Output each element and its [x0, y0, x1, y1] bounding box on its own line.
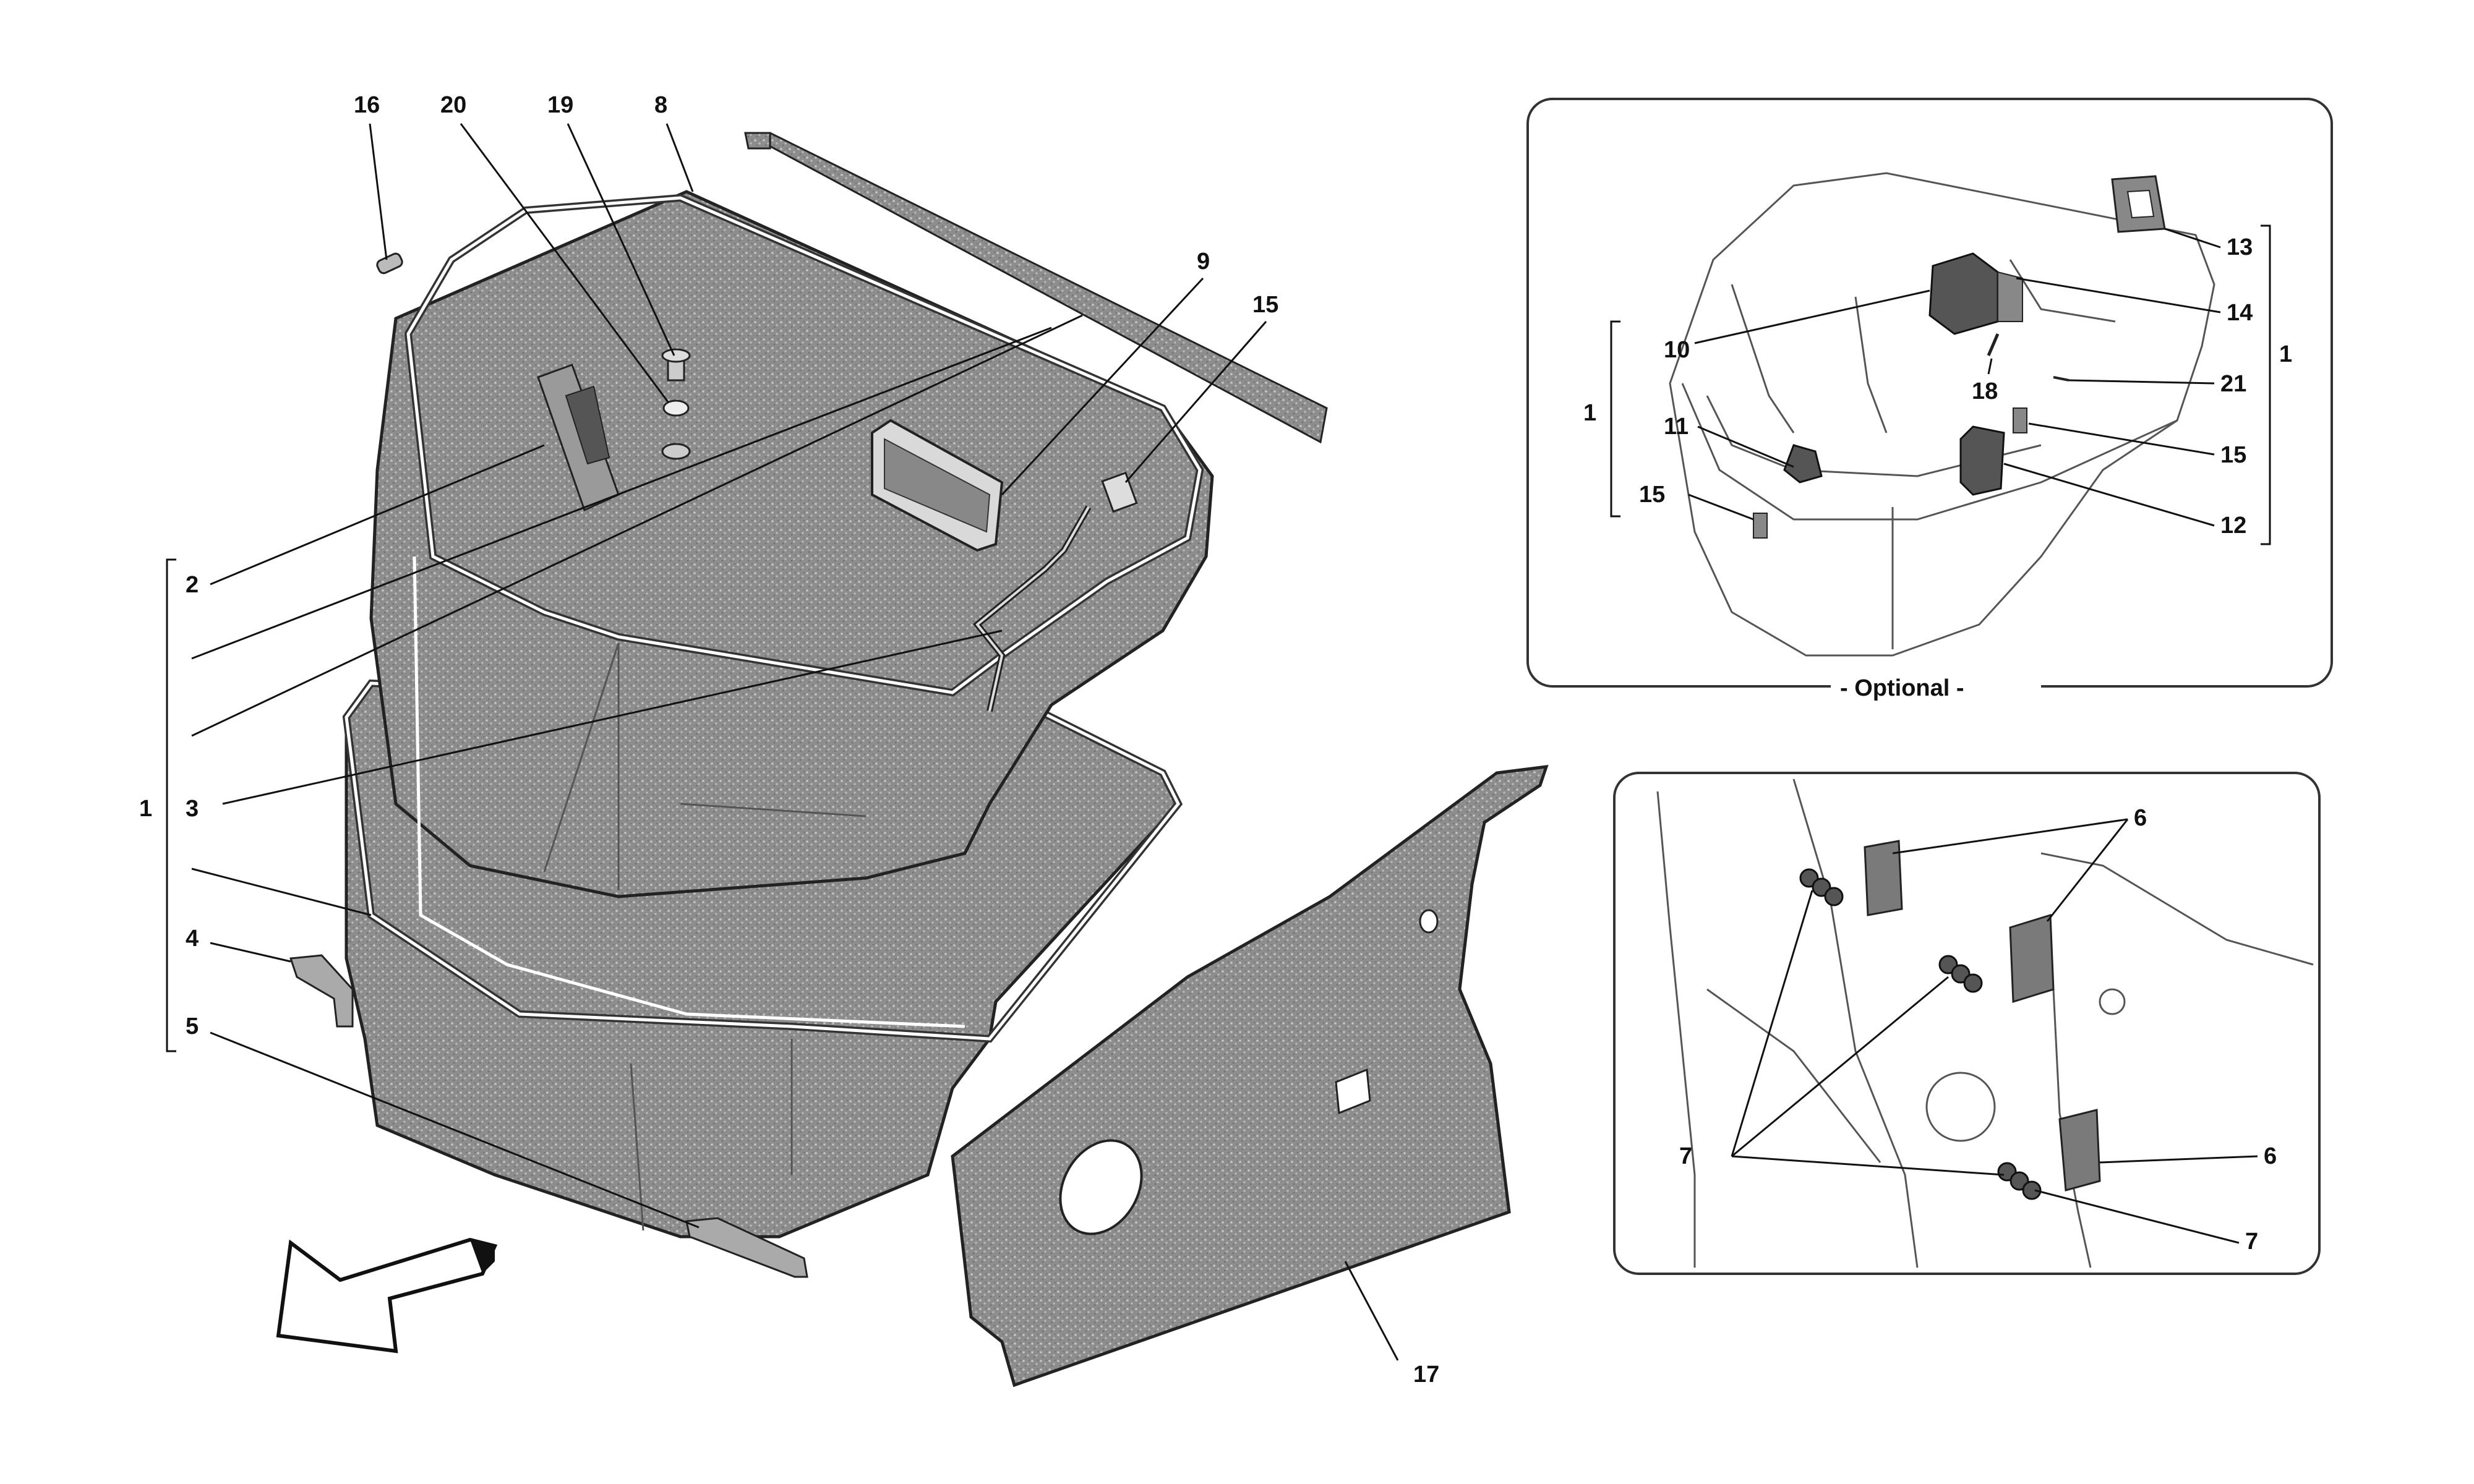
- callout-4: 4: [186, 926, 199, 952]
- callout-1-right: 1: [2279, 341, 2292, 367]
- callout-7-right: 7: [2245, 1229, 2258, 1255]
- callout-15: 15: [1252, 292, 1278, 318]
- callout-5: 5: [186, 1013, 199, 1039]
- part-15-label: [1101, 471, 1138, 513]
- callout-8: 8: [654, 92, 667, 118]
- callout-19: 19: [547, 92, 573, 118]
- callout-2: 2: [186, 572, 199, 598]
- trunk-upper-liner: [369, 190, 1214, 1028]
- part-17-side-panel: [951, 765, 1549, 1388]
- optional-inset: 13 14 10 18 21 1 1 11 15 15 12 - Optiona…: [1526, 98, 2333, 702]
- callout-21: 21: [2220, 371, 2246, 397]
- callout-14: 14: [2227, 300, 2253, 326]
- part-9-vent: [871, 419, 1004, 552]
- part-8-strip: [744, 132, 1328, 444]
- part-3-cable: [973, 505, 1092, 712]
- callout-18: 18: [1972, 378, 1998, 404]
- optional-caption: - Optional -: [1840, 675, 1964, 701]
- part-5-bracket: [685, 1217, 808, 1278]
- callout-10: 10: [1664, 337, 1690, 363]
- callout-11: 11: [1664, 414, 1689, 440]
- callout-6-bottom: 6: [2264, 1143, 2277, 1169]
- callout-13: 13: [2227, 234, 2253, 260]
- callout-1: 1: [139, 796, 152, 822]
- callout-15-right: 15: [2220, 442, 2246, 468]
- callout-7-left: 7: [1679, 1143, 1692, 1169]
- callout-1-left: 1: [1583, 400, 1596, 426]
- part-19-bolt: [661, 348, 691, 382]
- part-16-pin: [376, 252, 403, 275]
- callout-6-top: 6: [2134, 805, 2147, 831]
- direction-arrow-icon: [276, 1237, 498, 1354]
- callout-20: 20: [440, 92, 466, 118]
- callout-15-left: 15: [1639, 482, 1665, 508]
- callout-3: 3: [186, 796, 199, 822]
- mount-inset: 6 6 7 7: [1613, 772, 2321, 1275]
- group-bracket-1: [166, 558, 176, 1052]
- leader-lines-main: [191, 123, 1399, 1361]
- callout-17: 17: [1413, 1362, 1439, 1388]
- callout-9: 9: [1197, 249, 1210, 275]
- callout-12: 12: [2220, 513, 2246, 539]
- part-4-bracket: [289, 954, 354, 1028]
- part-20-washer: [661, 399, 691, 460]
- callout-16: 16: [354, 92, 380, 118]
